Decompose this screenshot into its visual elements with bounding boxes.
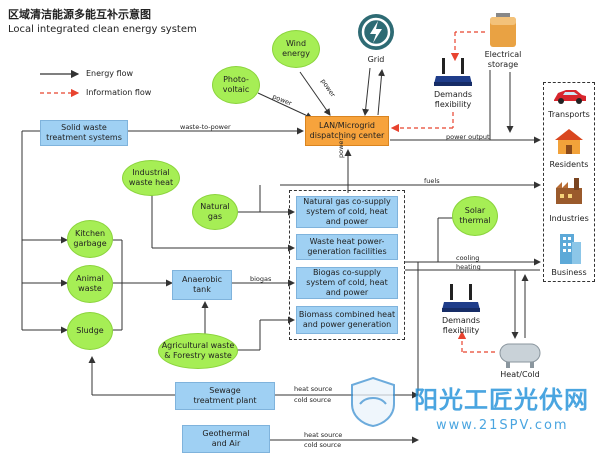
legend-energy-flow: Energy flow (86, 69, 134, 78)
source-natural-gas: Natural gas (192, 194, 238, 230)
source-photovoltaic: Photo- voltaic (212, 66, 260, 104)
label-cold-source-1: cold source (294, 396, 332, 404)
source-animal-waste-label: Animal waste (76, 274, 104, 293)
watermark-brand: 阳光工匠光伏网 (414, 386, 589, 414)
dispatch-center: LAN/Microgrid dispatching center (305, 116, 389, 146)
router-icon-top (434, 58, 472, 86)
heat-cold-tank-icon (499, 343, 541, 368)
box-solid-waste: Solid waste treatment systems (40, 120, 128, 146)
consumer-business: Business (551, 268, 587, 277)
line-grid-down (362, 67, 371, 116)
battery-icon (490, 13, 516, 47)
label-fuels: fuels (424, 177, 440, 185)
consumer-industries: Industries (549, 214, 589, 223)
line-pv-power (257, 92, 313, 119)
router-icon-bottom (442, 284, 480, 312)
box-geothermal-label: Geothermal and Air (202, 429, 250, 448)
facilities-group (289, 190, 405, 340)
facility-waste-heat-label: Waste heat power- generation facilities (307, 237, 387, 256)
line-wind-power (299, 71, 331, 116)
line-grid-up (377, 69, 385, 116)
box-geothermal: Geothermal and Air (182, 425, 270, 453)
facility-natural-gas: Natural gas co-supply system of cold, he… (296, 196, 398, 228)
heat-cold-label: Heat/Cold (500, 370, 540, 379)
car-icon (554, 90, 586, 104)
box-anaerobic-tank: Anaerobic tank (172, 270, 232, 300)
facility-natural-gas-label: Natural gas co-supply system of cold, he… (303, 197, 391, 226)
watermark-url: www.21SPV.com (436, 418, 569, 433)
label-cooling: cooling (456, 254, 480, 262)
source-agricultural-waste: Agricultural waste & Forestry waste (158, 333, 238, 369)
source-natural-gas-label: Natural gas (200, 202, 230, 221)
source-industrial-waste-heat: Industrial waste heat (122, 160, 180, 196)
box-solid-waste-label: Solid waste treatment systems (46, 123, 122, 142)
facility-biogas-label: Biogas co-supply system of cold, heat an… (306, 268, 388, 297)
source-sludge-label: Sludge (76, 326, 104, 335)
box-sewage-plant: Sewage treatment plant (175, 382, 275, 410)
source-solar-thermal: Solar thermal (452, 196, 498, 236)
facility-biogas: Biogas co-supply system of cold, heat an… (296, 267, 398, 299)
label-power-up: power (337, 137, 345, 158)
source-kitchen-garbage-label: Kitchen garbage (73, 229, 107, 248)
facility-waste-heat: Waste heat power- generation facilities (296, 234, 398, 260)
source-agricultural-waste-label: Agricultural waste & Forestry waste (161, 341, 235, 360)
consumers-group (543, 82, 595, 282)
source-animal-waste: Animal waste (67, 265, 113, 303)
watermark-logo (351, 376, 395, 428)
title-chinese: 区域清洁能源多能互补示意图 (8, 8, 151, 21)
facility-biomass: Biomass combined heat and power generati… (296, 306, 398, 334)
source-wind: Wind energy (272, 30, 320, 68)
source-solar-thermal-label: Solar thermal (459, 206, 491, 225)
title-english: Local integrated clean energy system (8, 24, 197, 35)
electrical-storage-label: Electrical storage (484, 50, 522, 69)
office-building-icon (560, 234, 581, 264)
source-kitchen-garbage: Kitchen garbage (67, 220, 113, 258)
consumer-residents: Residents (549, 160, 589, 169)
label-cold-source-2: cold source (304, 441, 342, 449)
box-sewage-plant-label: Sewage treatment plant (193, 386, 257, 405)
label-heat-source-1: heat source (294, 385, 333, 393)
grid-icon (358, 14, 394, 50)
box-anaerobic-tank-label: Anaerobic tank (181, 275, 223, 294)
source-sludge: Sludge (67, 312, 113, 350)
factory-icon (556, 178, 582, 204)
source-wind-label: Wind energy (282, 39, 310, 58)
facility-biomass-label: Biomass combined heat and power generati… (298, 310, 396, 329)
label-heating: heating (456, 263, 481, 271)
label-power-output: power output (446, 133, 490, 141)
grid-label: Grid (367, 55, 385, 64)
label-waste-to-power: waste-to-power (180, 123, 231, 131)
source-photovoltaic-label: Photo- voltaic (222, 75, 250, 94)
consumer-transports: Transports (548, 110, 590, 119)
label-biogas: biogas (250, 275, 272, 283)
source-industrial-waste-heat-label: Industrial waste heat (128, 168, 174, 187)
legend-information-flow: Information flow (86, 88, 152, 97)
dispatch-center-label: LAN/Microgrid dispatching center (309, 121, 385, 140)
demands-flexibility-bottom: Demands flexibility (441, 316, 481, 335)
label-heat-source-2: heat source (304, 431, 343, 439)
demands-flexibility-top: Demands flexibility (433, 90, 473, 109)
house-icon (555, 129, 583, 154)
